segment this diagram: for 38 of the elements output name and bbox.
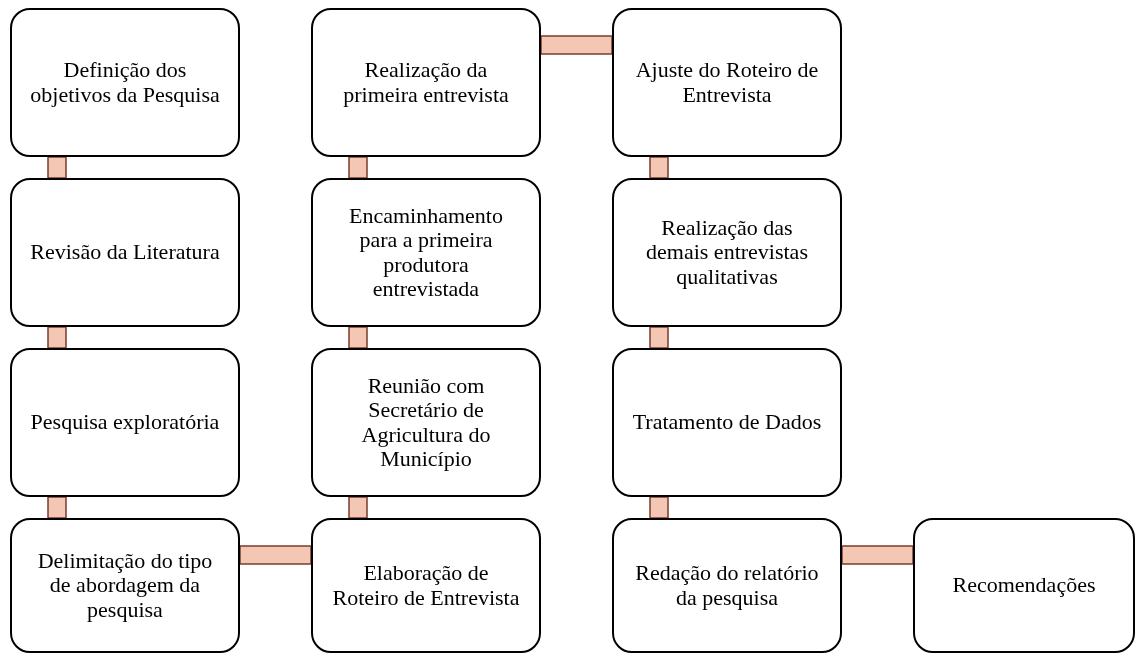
step-text: Reunião com Secretário de Agricultura do Município (360, 374, 492, 471)
connector-bar (540, 35, 613, 55)
process-box (612, 8, 842, 157)
process-box (10, 8, 240, 157)
connector-bar (649, 326, 669, 349)
process-box (612, 178, 842, 327)
process-box (311, 8, 541, 157)
process-box (10, 348, 240, 497)
process-box (612, 518, 842, 653)
step-text: Recomendações (952, 573, 1096, 598)
process-box (311, 348, 541, 497)
step-text: Delimitação do tipo de abordagem da pesquisa (36, 549, 214, 622)
process-box (10, 178, 240, 327)
step-text: Definição dos objetivos da Pesquisa (29, 58, 221, 107)
step-text: Ajuste do Roteiro de Entrevista (634, 58, 820, 107)
step-text: Redação do relatório da pesquisa (634, 561, 820, 610)
step-text: Revisão da Literatura (30, 240, 220, 265)
connector-bar (47, 496, 67, 519)
step-text: Realização da primeira entrevista (342, 58, 510, 107)
process-box (311, 178, 541, 327)
connector-bar (47, 326, 67, 349)
step-text: Pesquisa exploratória (30, 410, 220, 435)
step-text: Encaminhamento para a primeira produtora entrevistada (348, 204, 504, 301)
connector-bar (841, 545, 914, 565)
step-text: Elaboração de Roteiro de Entrevista (331, 561, 521, 610)
connector-bar (348, 156, 368, 179)
process-box (913, 518, 1135, 653)
connector-bar (649, 156, 669, 179)
process-box (612, 348, 842, 497)
connector-bar (348, 326, 368, 349)
process-box (10, 518, 240, 653)
connector-bar (47, 156, 67, 179)
step-text: Realização das demais entrevistas qualitativas (645, 216, 809, 289)
connector-bar (348, 496, 368, 519)
connector-bar (649, 496, 669, 519)
process-box (311, 518, 541, 653)
step-text: Tratamento de Dados (632, 410, 822, 435)
connector-bar (239, 545, 312, 565)
